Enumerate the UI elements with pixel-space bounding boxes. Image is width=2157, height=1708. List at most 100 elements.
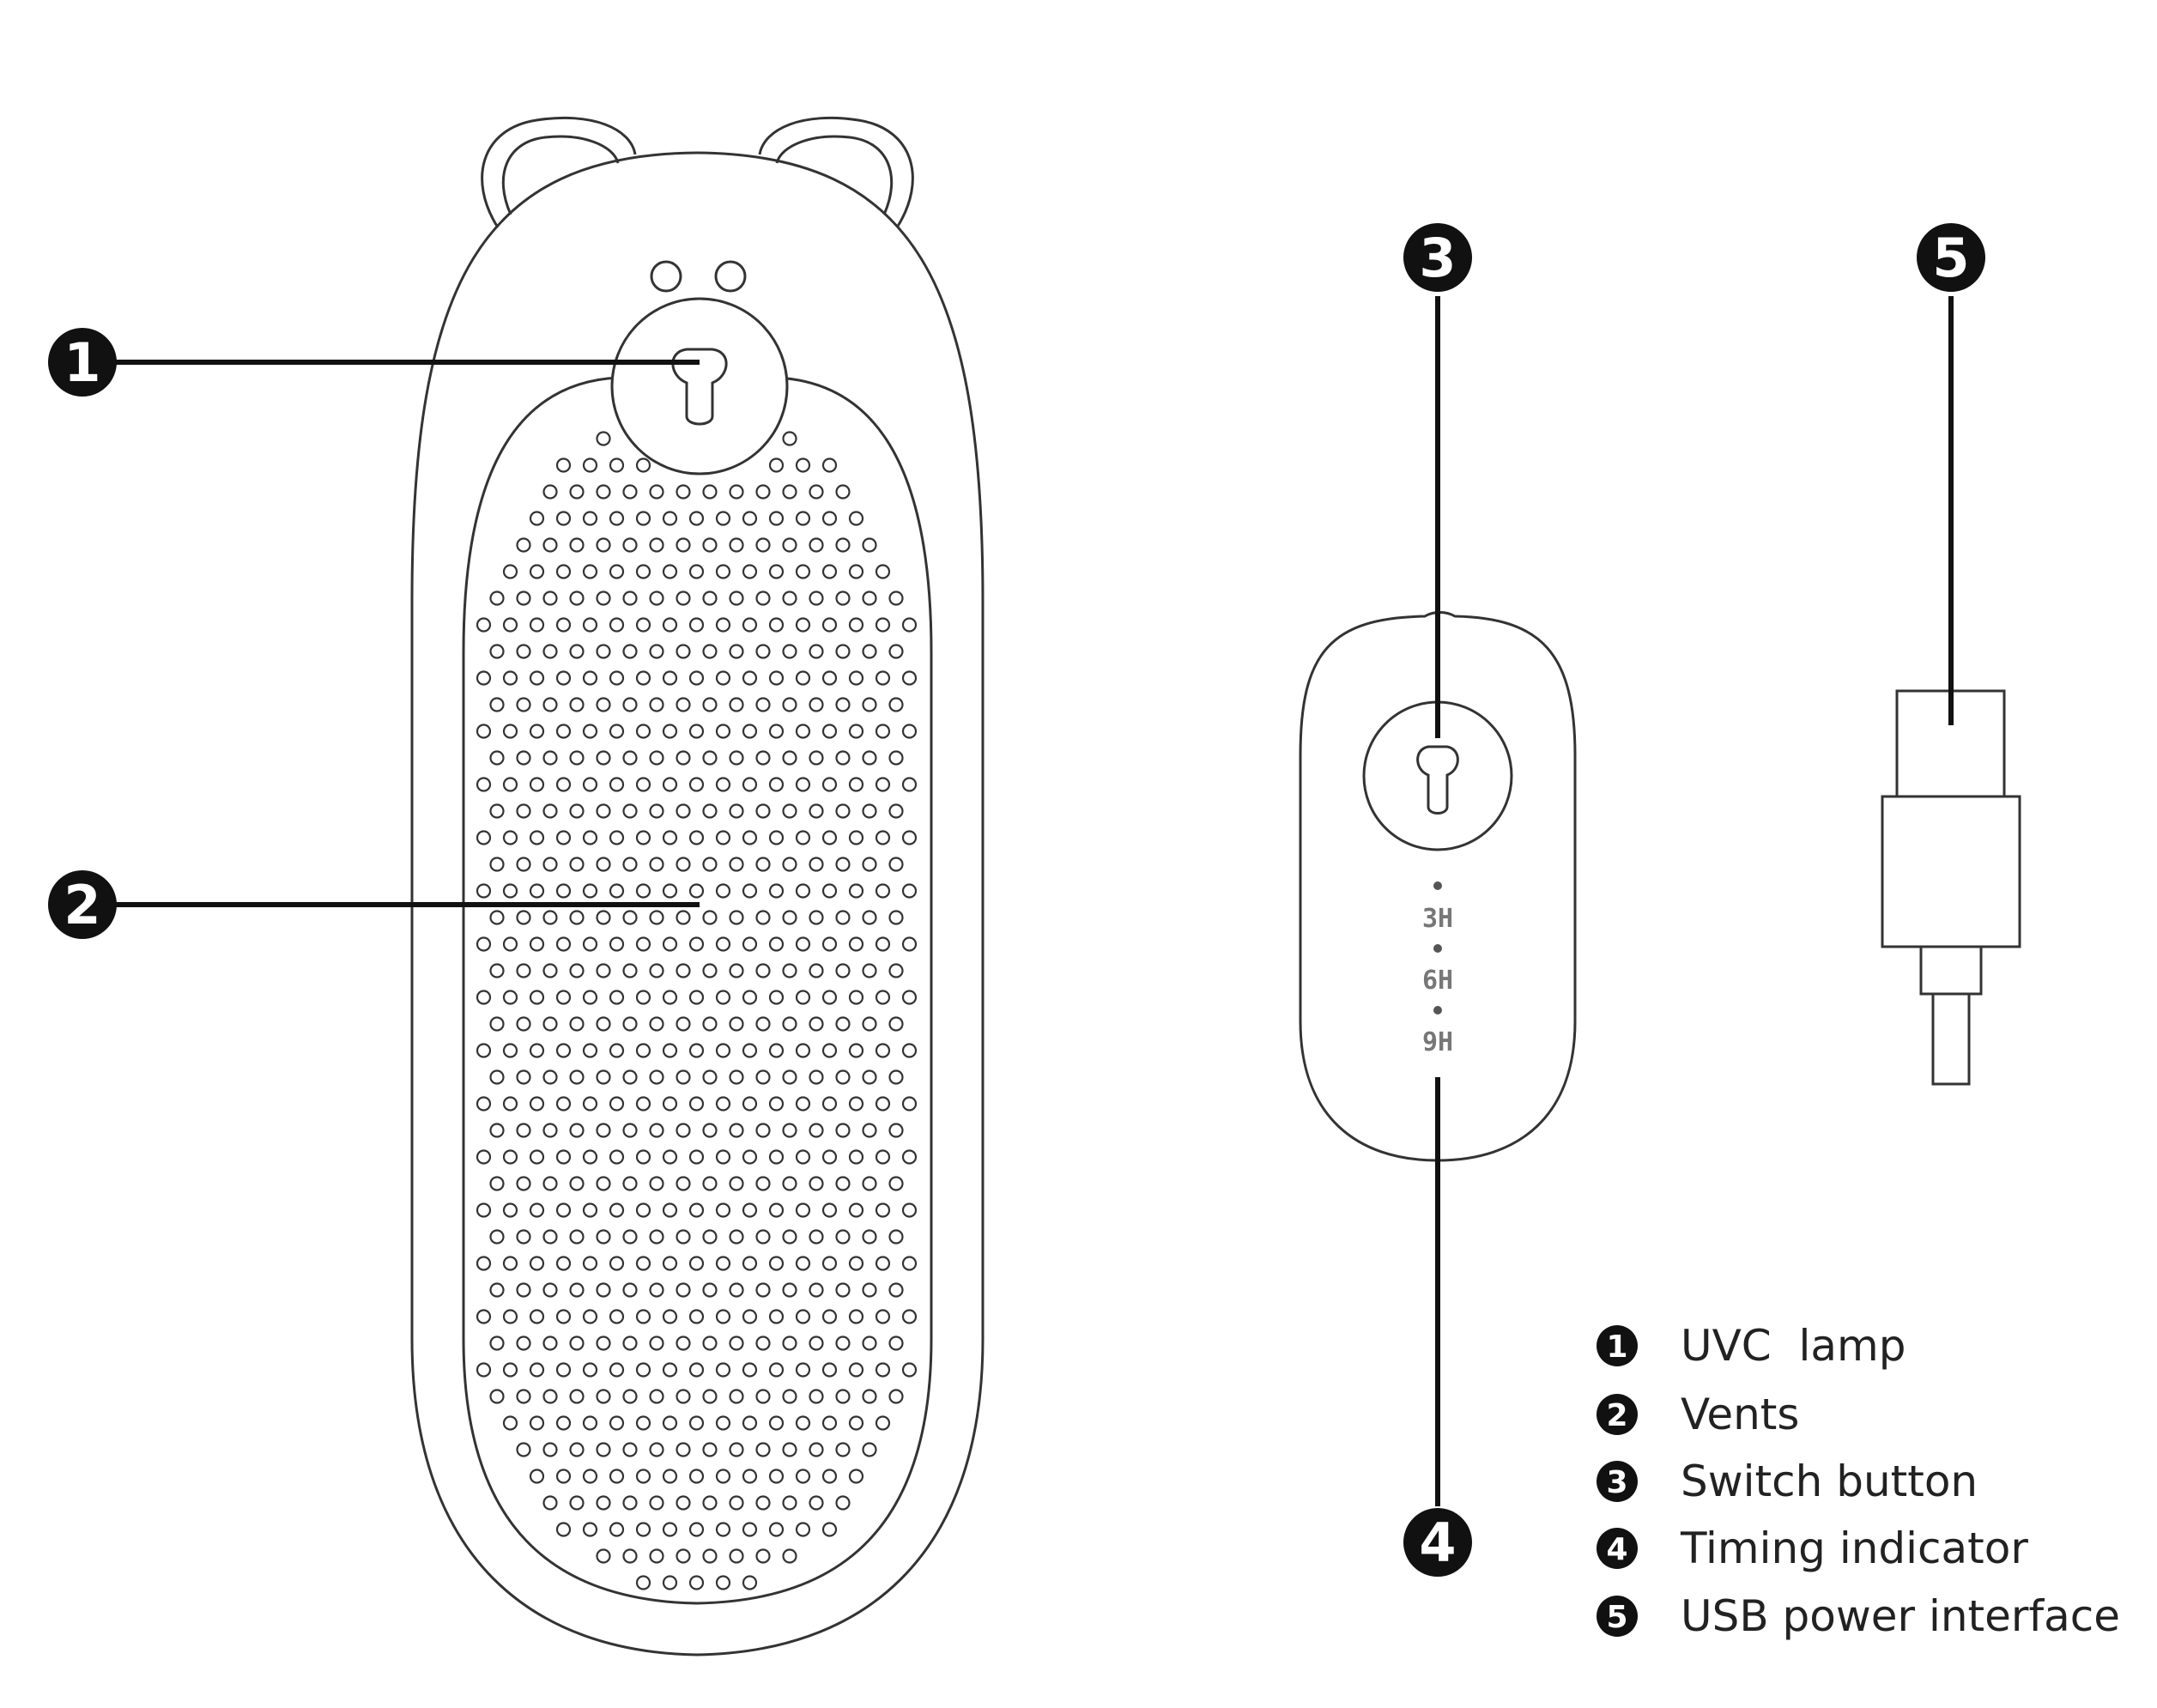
- vent-hole: [835, 697, 851, 712]
- vent-hole: [782, 1229, 797, 1245]
- vent-hole: [742, 936, 758, 952]
- vent-hole: [622, 537, 638, 553]
- vent-hole: [715, 617, 731, 633]
- vent-hole: [901, 617, 918, 633]
- vent-hole: [502, 617, 518, 633]
- vent-hole: [742, 564, 758, 579]
- vent-hole: [875, 883, 891, 899]
- vent-hole: [569, 1069, 585, 1085]
- vent-hole: [848, 936, 864, 952]
- vent-hole: [582, 1469, 598, 1484]
- vent-hole: [529, 670, 545, 686]
- vent-hole: [755, 1389, 771, 1404]
- vent-hole: [848, 1149, 864, 1165]
- vent-hole: [516, 1229, 531, 1245]
- vent-hole: [635, 1202, 651, 1218]
- callout-number-3: 3: [1419, 227, 1456, 289]
- vent-hole: [768, 1256, 785, 1271]
- vent-hole: [795, 724, 811, 739]
- vent-hole: [795, 1043, 811, 1058]
- vent-hole: [901, 670, 918, 686]
- vent-hole: [795, 1202, 811, 1218]
- vent-hole: [782, 537, 797, 553]
- vent-hole: [702, 1016, 718, 1032]
- vent-hole: [901, 1149, 918, 1165]
- vent-hole: [809, 803, 824, 819]
- vent-hole: [622, 1176, 638, 1191]
- legend-marker-4: [1597, 1528, 1638, 1569]
- vent-hole: [622, 1495, 638, 1511]
- vent-hole: [596, 484, 611, 500]
- vent-hole: [676, 803, 691, 819]
- vent-hole: [782, 1548, 797, 1564]
- vent-hole: [635, 830, 651, 845]
- vent-hole: [729, 1069, 744, 1085]
- vent-hole: [702, 963, 718, 978]
- callout-marker-5: [1917, 223, 1985, 292]
- vent-hole: [676, 1016, 691, 1032]
- vent-hole: [516, 591, 531, 606]
- vent-hole: [649, 484, 664, 500]
- legend-item-vents: 2 Vents: [1597, 1390, 1799, 1439]
- vent-hole: [862, 803, 877, 819]
- vent-hole: [888, 1389, 904, 1404]
- vent-hole: [609, 1149, 625, 1165]
- vent-hole: [649, 803, 664, 819]
- vent-hole: [875, 724, 891, 739]
- vent-hole: [688, 1309, 705, 1324]
- vent-hole: [742, 724, 758, 739]
- vent-hole: [555, 1202, 572, 1218]
- vent-hole: [742, 883, 758, 899]
- vent-hole: [862, 1336, 877, 1351]
- vent-hole: [848, 830, 864, 845]
- vent-hole: [609, 617, 625, 633]
- vent-hole: [848, 1309, 864, 1324]
- vent-hole: [875, 777, 891, 792]
- vent-hole: [729, 697, 744, 712]
- vent-hole: [809, 1442, 824, 1457]
- vent-hole: [715, 1415, 731, 1431]
- vent-hole: [596, 1229, 611, 1245]
- vent-hole: [502, 830, 518, 845]
- vent-hole: [782, 803, 797, 819]
- vent-hole: [901, 1256, 918, 1271]
- legend-number-3: 3: [1606, 1465, 1627, 1500]
- vent-hole: [502, 1096, 518, 1111]
- vent-hole: [715, 511, 731, 526]
- vent-hole: [782, 1389, 797, 1404]
- vent-hole: [809, 1229, 824, 1245]
- vent-hole: [809, 963, 824, 978]
- vent-hole: [755, 644, 771, 659]
- vent-hole: [569, 697, 585, 712]
- vent-hole: [476, 724, 492, 739]
- vent-hole: [835, 644, 851, 659]
- vent-hole: [782, 910, 797, 925]
- vent-hole: [821, 1202, 838, 1218]
- vent-hole: [489, 1016, 505, 1032]
- vent-hole: [888, 857, 904, 872]
- vent-hole: [809, 857, 824, 872]
- vent-hole: [635, 564, 651, 579]
- vent-hole: [729, 537, 744, 553]
- vent-hole: [755, 750, 771, 766]
- vent-hole: [901, 777, 918, 792]
- vent-hole: [516, 1282, 531, 1298]
- vent-hole: [742, 1522, 758, 1537]
- vent-hole: [489, 963, 505, 978]
- right-ear: [758, 116, 914, 228]
- vent-hole: [782, 1176, 797, 1191]
- vent-hole: [609, 1202, 625, 1218]
- vent-hole: [715, 1469, 731, 1484]
- vent-hole: [809, 1389, 824, 1404]
- vent-hole: [529, 511, 545, 526]
- vent-hole: [742, 830, 758, 845]
- callout-4: 4: [1403, 1508, 1472, 1577]
- timer-dot-3h: [1433, 881, 1442, 890]
- usb-cable: [1931, 992, 1971, 1086]
- vent-hole: [542, 1016, 558, 1032]
- vent-hole: [649, 1069, 664, 1085]
- vent-hole: [901, 883, 918, 899]
- vent-hole: [888, 1176, 904, 1191]
- vent-hole: [742, 670, 758, 686]
- vent-hole: [596, 1069, 611, 1085]
